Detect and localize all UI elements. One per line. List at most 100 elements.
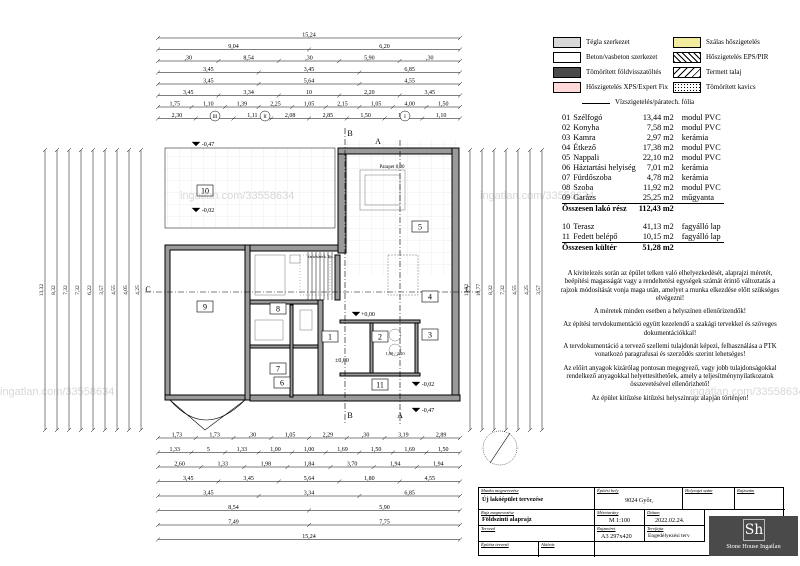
dimension-label: 1,05	[285, 433, 296, 439]
dimension-label: 4,05	[123, 285, 129, 295]
dimension-label: 9,04	[228, 44, 239, 50]
room-number-box	[411, 220, 429, 233]
room-number-box	[321, 330, 339, 343]
dimension-label: 1,50	[438, 447, 449, 453]
dimension-tick	[457, 104, 463, 110]
dimension-tick	[193, 435, 198, 441]
room-number-box	[421, 328, 439, 341]
room-cell: 01	[562, 113, 571, 122]
dimension-tick	[189, 450, 194, 455]
room-cell: 10	[562, 222, 571, 231]
dimension-tick	[66, 147, 72, 153]
room-number-box	[371, 330, 389, 343]
stair	[307, 252, 333, 300]
dimension-tick	[138, 427, 144, 433]
room-cell: fagyálló lap	[681, 232, 721, 241]
dimension-label: 1,11	[247, 113, 257, 119]
dimension-label: 1,50	[371, 447, 382, 453]
room-number: 10	[201, 187, 209, 196]
dimension-label: 1,00	[270, 447, 281, 453]
grid-axis-label: I	[404, 115, 406, 120]
dimension-label: 3,19	[398, 433, 409, 439]
dimension-tick	[344, 116, 349, 121]
room-cell: 17,38 m2	[642, 143, 674, 152]
dimension-tick	[306, 116, 312, 121]
note-paragraph: Az építési tervdokumentáció együtt kezel…	[563, 321, 777, 337]
dimension-label: 1,00	[304, 447, 315, 453]
dimension-tick	[189, 104, 194, 110]
dimension-label: 7,32	[500, 285, 506, 295]
dimension-tick	[231, 116, 236, 121]
dimension-label: 1,50	[360, 113, 371, 119]
dimension-label: ,30	[184, 56, 192, 62]
dimension-label: 13,32	[39, 284, 45, 297]
dimension-label: 2,20	[364, 90, 375, 96]
room-cell: Konyha	[573, 123, 600, 132]
dimension-tick	[515, 147, 521, 153]
room-cell: kerámia	[681, 173, 709, 182]
room-cell: modul PVC	[681, 123, 721, 132]
dimension-tick	[306, 522, 312, 528]
dimension-label: 4,00	[404, 102, 415, 108]
dimension-label: 15,24	[302, 33, 316, 39]
dimension-label: 6,85	[404, 491, 415, 497]
dimension-tick	[193, 116, 198, 121]
dimension-tick	[527, 427, 533, 433]
dimension-label: 5,64	[304, 79, 315, 85]
dimension-label: 2,25	[270, 102, 281, 108]
dimension-label: 1,73	[209, 433, 220, 439]
dimension-tick	[457, 450, 463, 455]
dimension-tick	[42, 147, 48, 153]
dimension-tick	[222, 450, 228, 455]
room-cell: Fürdőszoba	[573, 173, 612, 182]
dimension-tick	[306, 508, 312, 513]
dimension-label: ,30	[305, 56, 313, 62]
legend-swatch	[582, 103, 610, 104]
door-label: 1,00 / 2,10	[385, 351, 405, 357]
room-cell: fagyálló lap	[681, 222, 721, 231]
dimension-label: 4,55	[425, 476, 436, 482]
dimension-tick	[457, 522, 463, 528]
dimension-tick	[126, 147, 132, 153]
dimension-label: 3,45	[243, 476, 254, 482]
dimension-tick	[102, 427, 108, 433]
dimension-tick	[457, 58, 463, 64]
general-notes: A kivitelezés során az épület telken val…	[560, 270, 780, 408]
dimension-tick	[231, 435, 236, 441]
legend-label: Hőszigetelés XPS/Expert Fix	[586, 83, 669, 91]
dimension-label: 7,75	[379, 520, 390, 526]
room-cell: 41,13 m2	[642, 222, 674, 231]
dimension-tick	[457, 508, 463, 513]
dimension-label: ,30	[362, 433, 370, 439]
dimension-tick	[457, 93, 463, 98]
level-marker-icon	[411, 381, 421, 387]
level-marker-icon	[191, 207, 201, 213]
room-cell: 11,92 m2	[643, 183, 674, 192]
room-number: 9	[203, 303, 207, 312]
dimension-tick	[357, 70, 362, 75]
legend-label: Beton/vasbeton szerkezet	[586, 53, 658, 61]
level-label: -0,02	[202, 208, 215, 214]
dimension-label: 1,05	[304, 102, 315, 108]
legend-label: Hőszigetelés EPS/PIR	[706, 53, 769, 61]
level-marker-icon	[191, 141, 201, 147]
level-marker-icon	[411, 407, 421, 413]
dimension-label: 3,45	[304, 67, 315, 73]
watermark: ingatlan.com/33558634	[0, 386, 115, 398]
level-label: +0,00	[361, 312, 375, 318]
note-paragraph: A méretek minden esetben a helyszínen el…	[593, 308, 747, 316]
dimension-label: 8,54	[228, 505, 239, 511]
section-mark: B	[347, 411, 352, 420]
section-mark: A	[375, 137, 381, 146]
legend-label: Szálas hőszigetelés	[706, 38, 760, 46]
dimension-tick	[337, 93, 342, 98]
dimension-label: 1,73	[172, 433, 183, 439]
dimension-tick	[90, 427, 96, 433]
section-mark: B	[347, 129, 352, 138]
dimension-label: 3,45	[183, 90, 194, 96]
dimension-label: 2,08	[285, 113, 296, 119]
main-level-label: ±0,00	[335, 358, 349, 364]
